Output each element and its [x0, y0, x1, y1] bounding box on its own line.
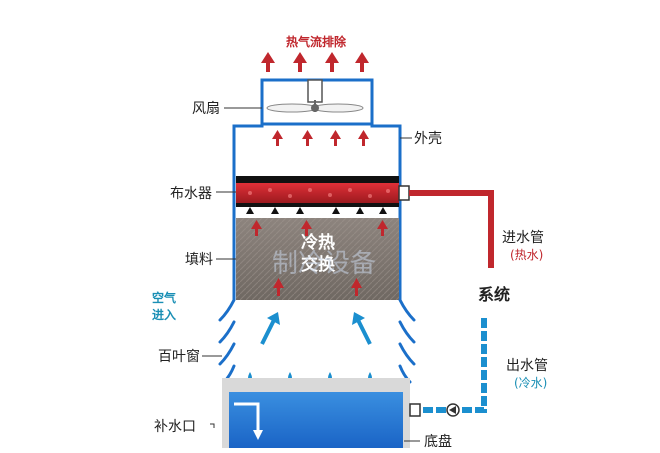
outlet-pipe-label: 出水管 — [506, 358, 548, 374]
warm-arrow-icon — [358, 130, 369, 146]
warm-arrow-icon — [272, 130, 283, 146]
distributor-label: 布水器 — [170, 186, 212, 202]
makeup-pipe — [234, 402, 260, 434]
inlet-pipe — [398, 185, 494, 268]
outlet-pipe-note: (冷水) — [514, 376, 547, 390]
nozzle-icon — [246, 207, 254, 214]
heat-exchange-label-1: 冷热 — [301, 232, 335, 253]
fill-arrow-icon — [301, 220, 312, 236]
exhaust-arrow-icon — [355, 52, 369, 72]
basin-label: 底盘 — [424, 433, 452, 450]
fill-arrow-icon — [251, 220, 262, 236]
fan-label: 风扇 — [192, 101, 220, 117]
air-intake-arrows — [260, 312, 372, 345]
watermark: 制冷设备 — [272, 249, 376, 279]
shell-label: 外壳 — [414, 130, 442, 147]
nozzle-icon — [271, 207, 279, 214]
makeup-arrow-icon — [253, 430, 263, 440]
basin-water — [229, 392, 403, 448]
fill-label: 填料 — [185, 252, 213, 268]
warm-air-arrows — [272, 130, 369, 146]
exhaust-label: 热气流排除 — [286, 34, 347, 49]
air-in-label-2: 进入 — [152, 307, 176, 322]
inlet-pipe-note: (热水) — [510, 248, 543, 262]
nozzle-icon — [356, 207, 364, 214]
louver-label: 百叶窗 — [158, 348, 200, 365]
tower-shell-top — [232, 122, 402, 177]
air-arrow-icon — [352, 312, 372, 345]
fill-arrows — [251, 220, 388, 296]
fill-arrow-icon — [273, 278, 284, 296]
nozzle-icon — [332, 207, 340, 214]
fill-arrow-icon — [377, 220, 388, 236]
inlet-pipe-label: 进水管 — [502, 230, 544, 246]
distributor-dots — [248, 188, 390, 198]
makeup-label: 补水口 — [154, 419, 196, 435]
sprinkler-nozzles — [246, 207, 387, 214]
warm-arrow-icon — [302, 130, 313, 146]
air-in-label-1: 空气 — [152, 290, 176, 305]
heat-exchange-label-2: 交换 — [301, 254, 336, 275]
makeup-leader-line — [210, 423, 215, 428]
louver-right — [398, 298, 416, 384]
distributor-bottom-bar — [236, 203, 399, 207]
outlet-pipe — [409, 318, 487, 417]
nozzle-icon — [296, 207, 304, 214]
distributor-body — [236, 183, 399, 203]
exhaust-arrow-icon — [325, 52, 339, 72]
exhaust-arrows — [261, 52, 369, 72]
exhaust-arrow-icon — [261, 52, 275, 72]
system-label: 系统 — [478, 285, 510, 304]
fill-media-texture — [236, 218, 399, 300]
air-arrow-icon — [260, 312, 280, 345]
fill-arrow-icon — [351, 278, 362, 296]
nozzle-icon — [379, 207, 387, 214]
distributor-top-bar — [236, 176, 399, 183]
louver-left — [218, 298, 236, 384]
fan-icon — [266, 79, 364, 113]
warm-arrow-icon — [330, 130, 341, 146]
exhaust-arrow-icon — [293, 52, 307, 72]
